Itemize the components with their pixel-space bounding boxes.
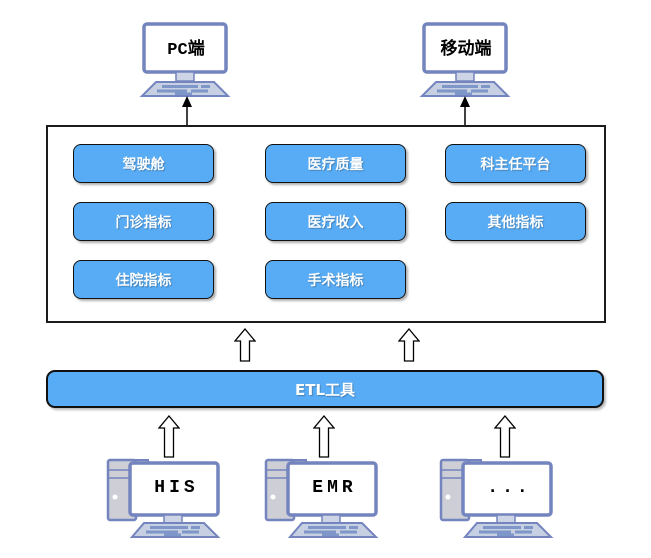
desktop-monitor-icon	[139, 22, 231, 97]
client-label-mobile: 移动端	[440, 41, 492, 60]
etl-tool-bar: ETL工具	[46, 370, 604, 408]
flow-arrow-platform-to-mobile	[460, 96, 470, 125]
module-director-platform: 科主任平台	[445, 144, 586, 183]
pc-client-device: PC端	[135, 22, 255, 107]
emr-source-device: EMR	[264, 457, 384, 542]
desktop-computer-icon	[439, 458, 554, 538]
module-outpatient-indicators: 门诊指标	[73, 202, 214, 241]
block-arrow-etl-to-platform-right	[398, 328, 420, 362]
his-source-device: HIS	[106, 457, 226, 542]
module-inpatient-indicators: 住院指标	[73, 260, 214, 299]
desktop-computer-icon	[264, 458, 379, 538]
module-medical-quality: 医疗质量	[265, 144, 406, 183]
module-other-indicators: 其他指标	[445, 202, 586, 241]
source-label-other: ...	[487, 478, 532, 498]
desktop-computer-icon	[106, 458, 221, 538]
block-arrow-his-to-etl	[158, 415, 180, 458]
block-arrow-emr-to-etl	[313, 415, 335, 458]
module-surgery-indicators: 手术指标	[265, 260, 406, 299]
flow-arrow-platform-to-pc	[182, 96, 192, 125]
block-arrow-etl-to-platform-left	[234, 328, 256, 362]
module-cockpit: 驾驶舱	[73, 144, 214, 183]
source-label-his: HIS	[154, 478, 199, 498]
other-source-device: ...	[439, 457, 559, 542]
block-arrow-other-to-etl	[494, 415, 516, 458]
desktop-monitor-icon	[419, 22, 511, 97]
module-medical-revenue: 医疗收入	[265, 202, 406, 241]
source-label-emr: EMR	[312, 478, 357, 498]
mobile-client-device: 移动端	[415, 22, 535, 107]
client-label-pc: PC端	[167, 41, 205, 60]
